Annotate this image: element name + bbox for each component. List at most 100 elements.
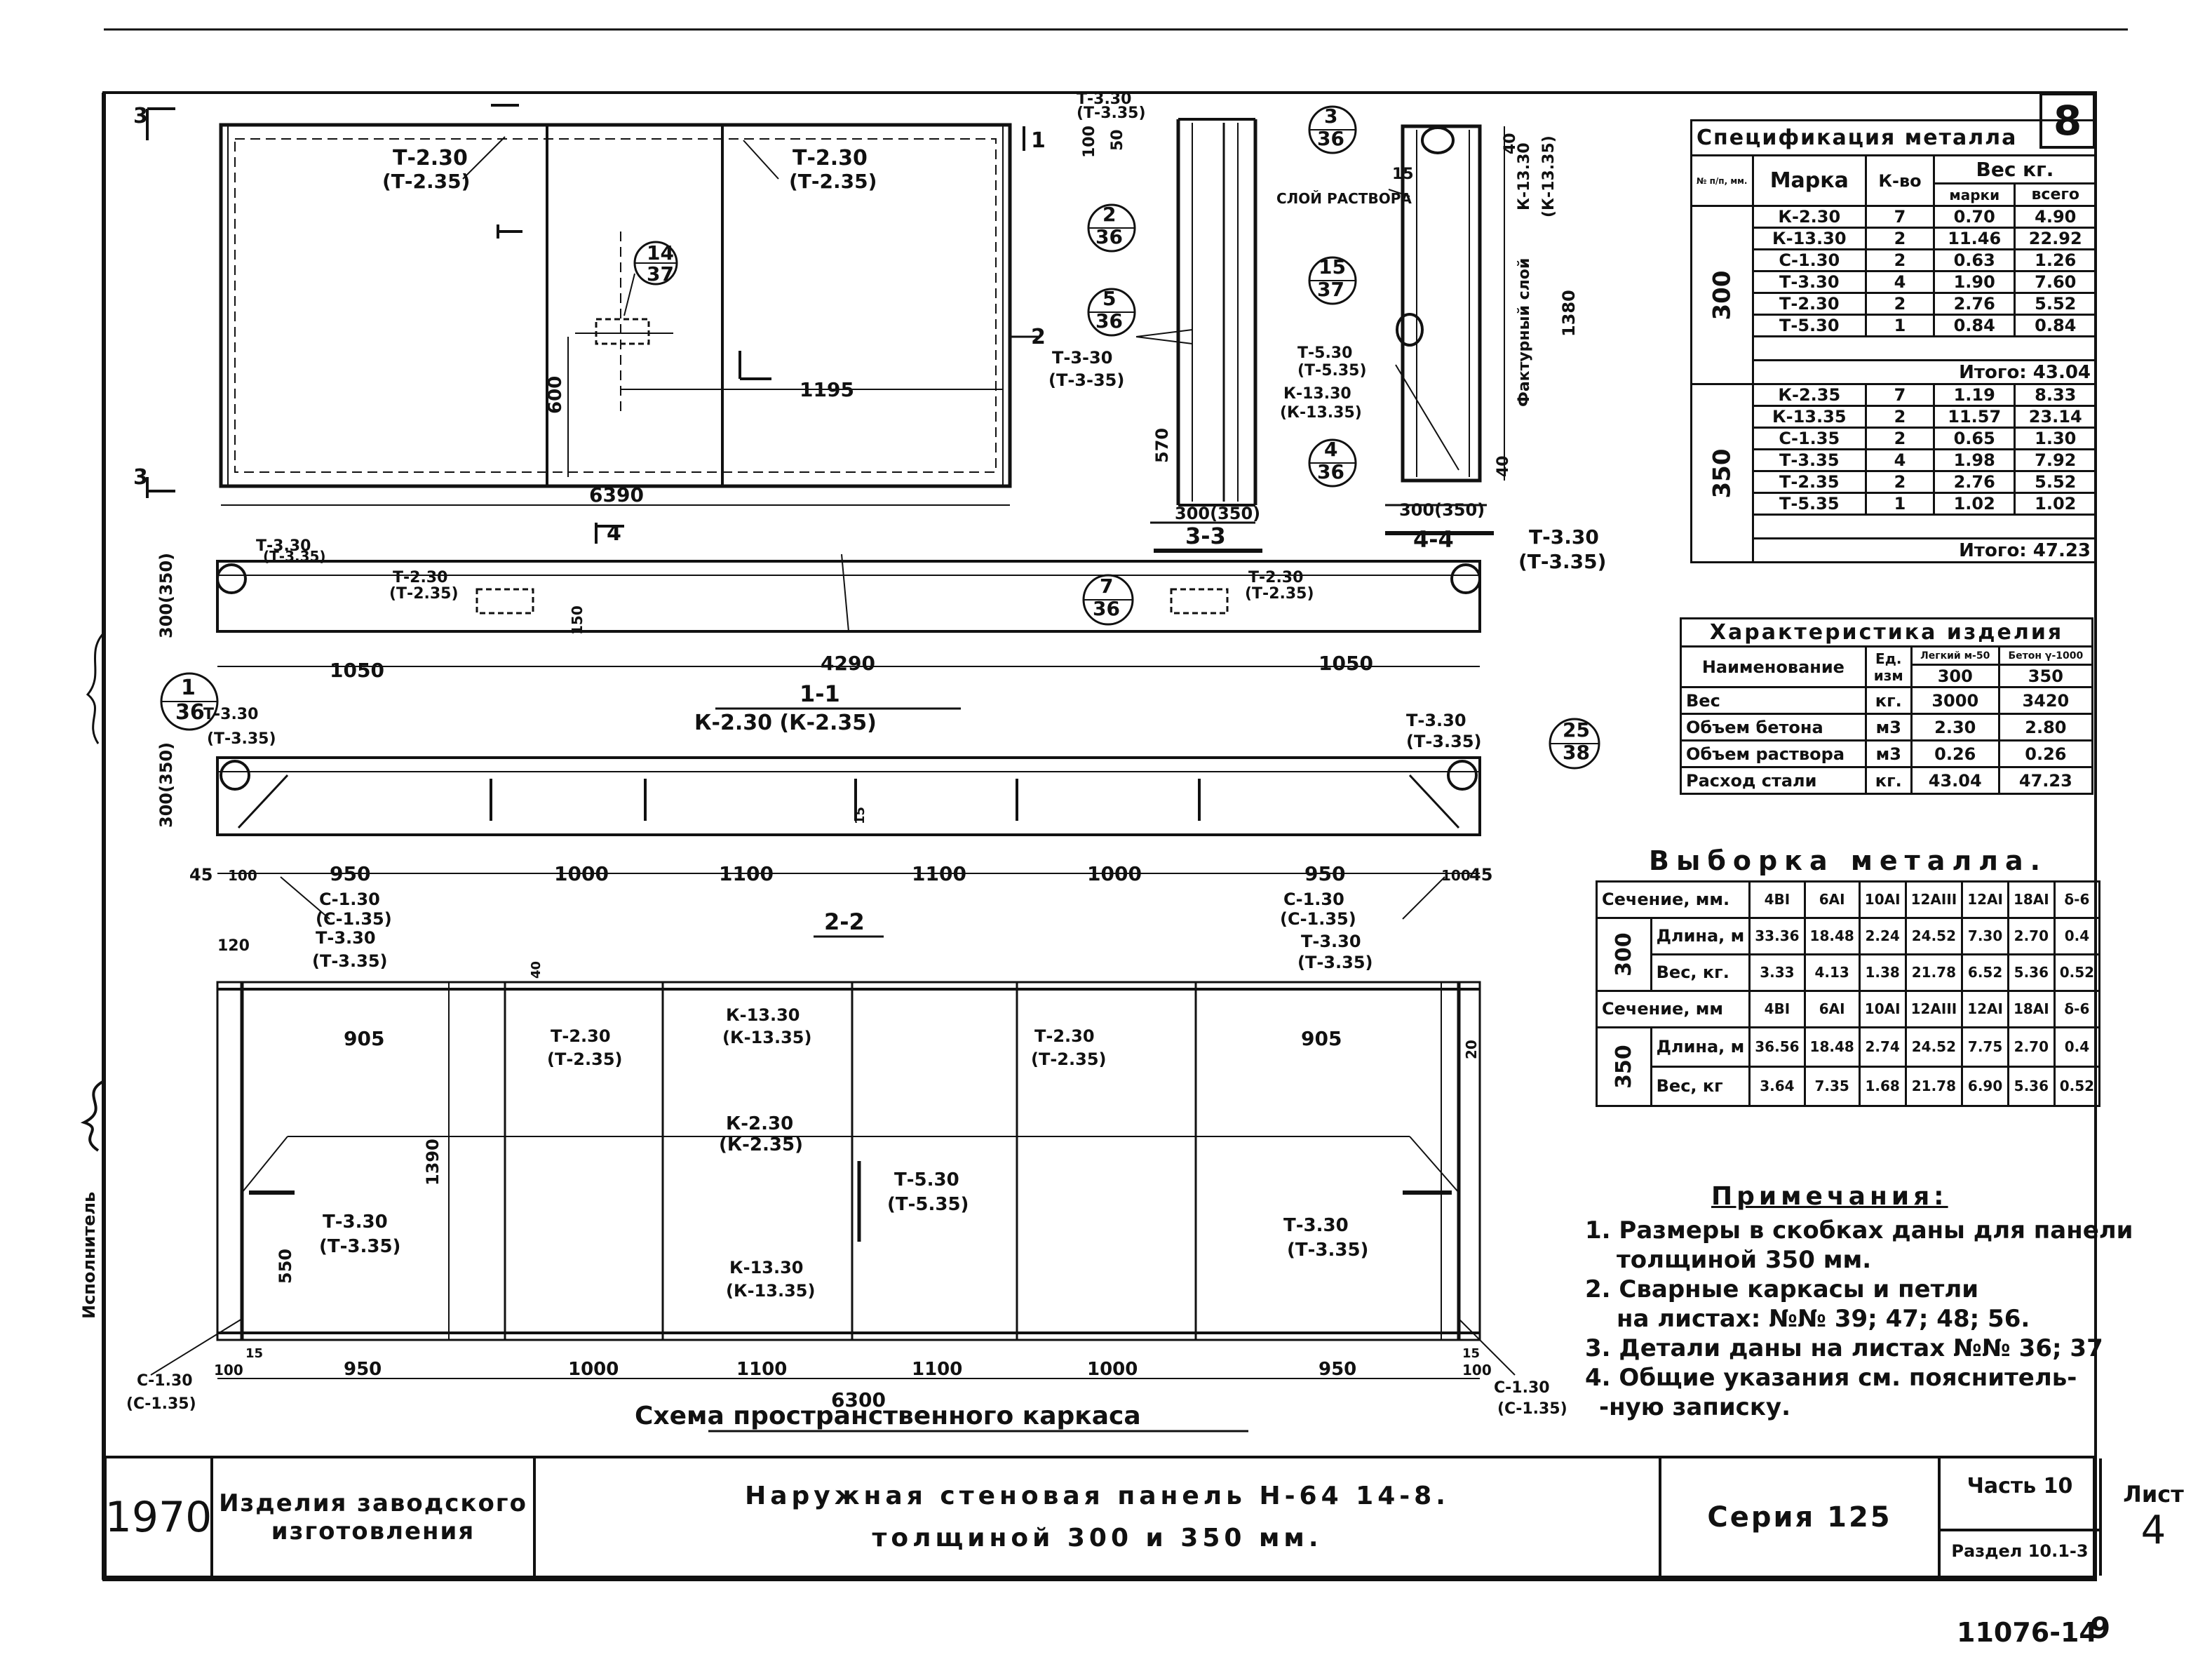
sel-head-cell: 10АI [1858,880,1907,919]
spec-cell: 2 [1865,292,1935,316]
s22-dim-thk: 300(350) [156,742,176,828]
s22-mark-k230: К-2.30 (К-2.35) [694,711,877,735]
note-line: 4. Общие указания см. пояснитель- [1585,1364,2077,1392]
plan-section-mark-3-top: 3 [133,104,148,128]
s22-mark-t330r: Т-3.30 [1406,711,1466,730]
note-line: толщиной 350 мм. [1617,1246,1872,1274]
plan-dim-1195: 1195 [800,378,854,401]
callout-25-38-top: 25 [1563,718,1590,742]
spec-cell: 1.30 [2014,427,2097,450]
plan-mark-t230-a: Т-2.30 [393,146,468,170]
selection-table: Выборка металла. Сечение, мм. 4ВI 6АI 10… [1595,842,2101,1107]
fs-mark-t330a: Т-3.30 [316,928,376,948]
s22-dim-1000a: 1000 [554,862,609,885]
s11-mark-t335r: (Т-3.35) [1518,550,1606,573]
char-title: Характеристика изделия [1680,617,2093,648]
callout-1-36-top: 1 [181,676,196,700]
fs-dim-950a: 950 [344,1359,382,1380]
spec-row: Т-5.30 [1751,314,1868,337]
spec-table: Спецификация металла № п/п, мм. Марка К-… [1690,119,2098,563]
section-3-3 [1087,118,1262,553]
fs-mark-t230b: Т-2.30 [1034,1026,1095,1046]
tb-category-2: изготовления [271,1517,476,1545]
sel-cell: 24.52 [1904,916,1964,955]
sel-head-2: Сечение, мм [1595,989,1751,1028]
sel-head-cell: 6АI [1803,989,1861,1028]
fs-mark-k1330a: К-13.30 [726,1005,800,1025]
plan-section-mark-4: 4 [607,521,621,546]
spec-row: Т-3.35 [1751,448,1868,472]
callout-2-36-top: 2 [1102,203,1116,226]
sel-cell: 1.38 [1858,953,1907,992]
callout-3-36-top: 3 [1324,105,1337,128]
s11-dim-1050a: 1050 [330,659,384,682]
fs-dim-15b: 15 [1462,1346,1480,1361]
spec-cell: 7.60 [2014,270,2097,294]
sel-cell: 0.52 [2053,1065,2101,1107]
callout-5-36-bottom: 36 [1095,309,1123,333]
page-number: 9 [2090,1611,2110,1645]
callout-14-37-bottom: 37 [647,262,674,286]
spec-row: К-2.35 [1751,383,1868,407]
plan-mark-t235-a: (Т-2.35) [382,170,470,193]
spec-cell: 1 [1865,314,1935,337]
title-block: 1970 Изделия заводского изготовления Нар… [104,1456,2184,1578]
char-head-concrete: Бетон γ-1000 [1997,645,2094,666]
char-cell: 0.26 [1910,739,2000,768]
fs-dim-100a: 100 [214,1362,243,1378]
spec-cell: 5.52 [2014,292,2097,316]
fs-dim-905a: 905 [344,1027,384,1050]
char-table: Характеристика изделия Наименование Ед. … [1680,617,2094,795]
s22-dim-45b: 45 [1469,865,1492,885]
sel-cell: 18.48 [1803,1026,1861,1068]
note-line: 3. Детали даны на листах №№ 36; 37 [1585,1334,2103,1362]
s44-dim-40b: 40 [1495,455,1512,477]
spec-group-350: 350 [1690,383,1754,563]
note-line: на листах: №№ 39; 47; 48; 56. [1617,1305,2030,1333]
spec-head-total: всего [2014,182,2097,207]
sel-head-cell: 12АIII [1904,880,1964,919]
sel-cell: 4.13 [1803,953,1861,992]
s11-dim-thk: 300(350) [156,553,176,638]
s33-mark-t335: (Т-3.35) [1077,105,1146,122]
plan-dim-length: 6390 [589,483,644,507]
sel-head-1: Сечение, мм. [1595,880,1751,919]
spec-cell: 11.57 [1932,405,2016,429]
tb-sheet-no: 4 [2140,1508,2166,1553]
s33-dim-thk: 300(350) [1175,504,1260,523]
spec-cell: 1.90 [1932,270,2016,294]
char-head-name: Наименование [1680,645,1867,688]
s44-label-facing: Фактурный слой [1516,258,1533,407]
spec-cell: 11.46 [1932,227,2016,250]
sel-cell: 2.70 [2007,916,2056,955]
s33-dim-100: 100 [1081,126,1098,158]
signature-scribble-2 [86,630,107,744]
sel-cell: 3.33 [1748,953,1806,992]
fs-mark-t335a: (Т-3.35) [312,951,387,971]
s22-dim-100b: 100 [1441,867,1471,884]
spec-cell: 8.33 [2014,383,2097,407]
note-line: 2. Сварные каркасы и петли [1585,1275,1979,1303]
tb-series-cell: Серия 125 [1661,1458,1941,1576]
char-head-unit: Ед. изм [1864,645,1913,688]
spec-cell: 0.65 [1932,427,2016,450]
fs-mark-c130r: С-1.30 [1494,1379,1550,1397]
tb-name-cell: Наружная стеновая панель Н-64 14-8. толщ… [536,1458,1661,1576]
tb-year: 1970 [104,1492,213,1542]
s11-mark-t235r: (Т-2.35) [1245,585,1314,603]
s44-dim-15: 15 [1392,166,1414,183]
sel-head-cell: 4ВI [1748,880,1806,919]
sel-head-cell: 12АI [1961,880,2009,919]
spec-cell: 2 [1865,470,1935,494]
spec-cell: 1 [1865,492,1935,516]
char-head-light: Легкий м-50 [1910,645,2000,666]
s33-mark-t330b: Т-3-30 [1052,348,1112,368]
s44-dim-1380: 1380 [1559,290,1579,337]
sel-cell: 2.74 [1858,1026,1907,1068]
fs-mark-t230a: Т-2.30 [551,1026,611,1046]
spec-cell: 7 [1865,383,1935,407]
sel-title: Выборка металла. [1596,842,2100,883]
section-2-2-labels: Т-3.30 (Т-3.35) К-2.30 (К-2.35) Т-3.30 (… [156,706,1590,935]
callout-7-36-bottom: 36 [1093,597,1120,620]
s22-mark-c130r: С-1.30 [1283,890,1344,909]
